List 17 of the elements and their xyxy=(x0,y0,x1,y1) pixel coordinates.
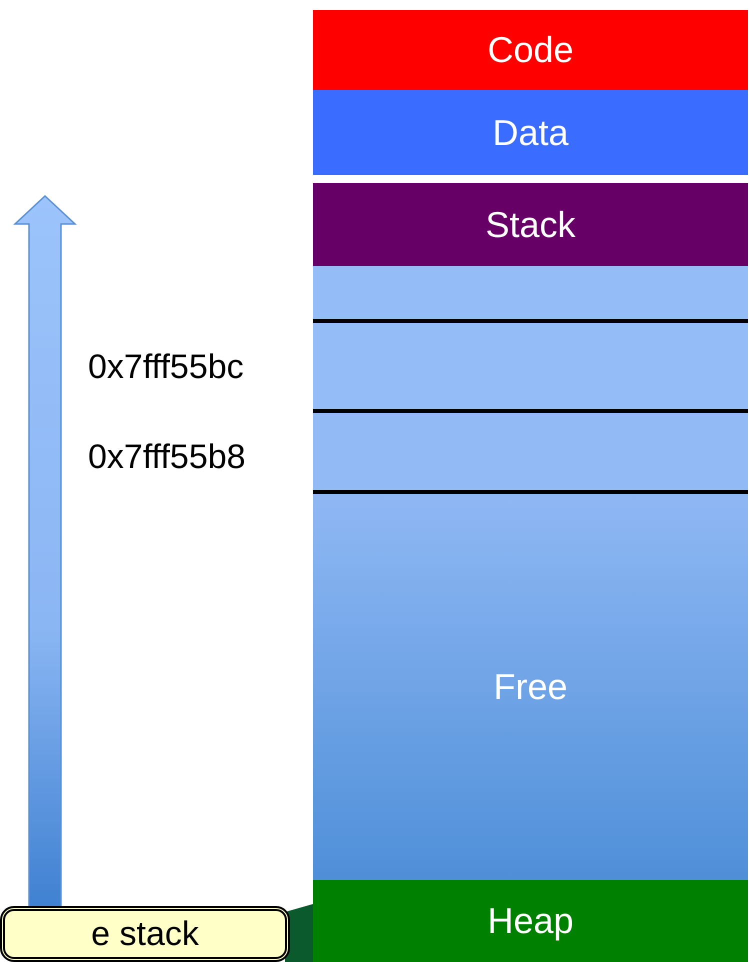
stack-slot xyxy=(313,323,748,413)
segment-label: Stack xyxy=(485,204,576,246)
segment-label: Free xyxy=(493,666,568,708)
stack-slot xyxy=(313,413,748,494)
memory-segment xyxy=(313,90,748,175)
memory-segment xyxy=(313,10,748,90)
memory-segment xyxy=(313,183,748,266)
segment-label: Data xyxy=(492,112,569,154)
segment-label: Code xyxy=(487,29,574,71)
memory-segment xyxy=(313,494,748,880)
address-label: 0x7fff55bc xyxy=(88,348,244,387)
callout-text: e stack xyxy=(91,914,199,954)
memory-segment xyxy=(313,880,748,962)
address-label: 0x7fff55b8 xyxy=(88,438,246,477)
stack-slot xyxy=(313,266,748,323)
segment-label: Heap xyxy=(487,900,574,942)
callout-box xyxy=(0,906,290,962)
